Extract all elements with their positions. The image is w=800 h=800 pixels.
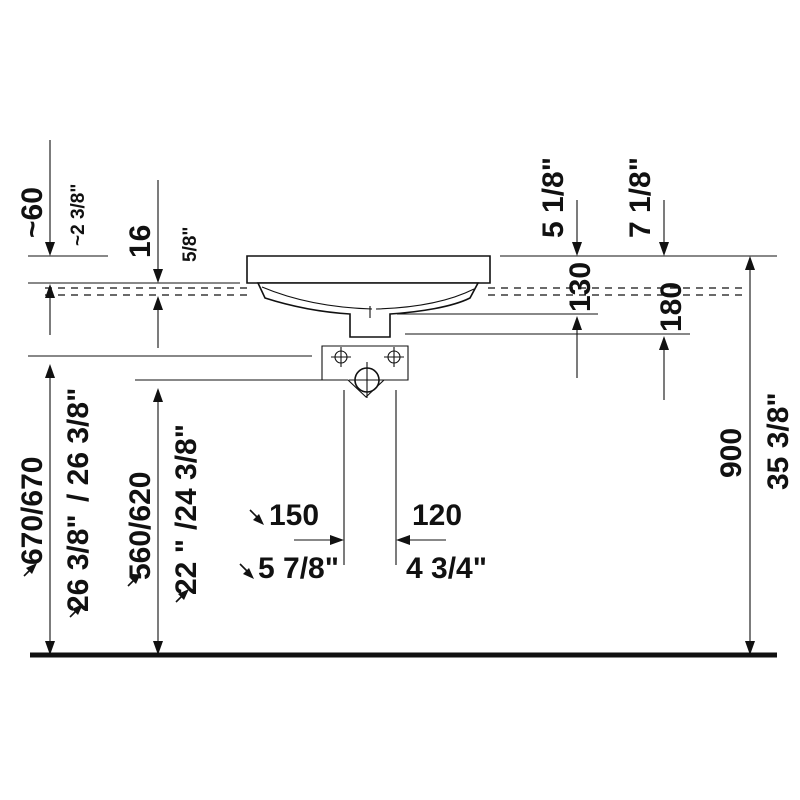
label-height-900-mm: 900 <box>715 428 748 478</box>
dim-560 <box>153 388 163 655</box>
label-7-1-8-in: 7 1/8" <box>624 157 657 238</box>
water-connection-right <box>384 347 404 367</box>
label-waste-4-3-4-in: 4 3/4" <box>406 552 487 585</box>
diagonal-arrow-26 <box>69 604 83 618</box>
label-height-35-3-8-in: 35 3/8" <box>762 392 795 490</box>
label-waste-120-mm: 120 <box>412 499 462 532</box>
label-24-3-8-in: /24 3/8" <box>170 424 203 530</box>
label-5-1-8-in: 5 1/8" <box>537 157 570 238</box>
label-26-3-8-in-second: / 26 3/8" <box>62 388 95 502</box>
waste-outlet <box>349 362 385 398</box>
label-depth-180-mm: 180 <box>655 282 688 332</box>
label-approx-60-mm: ~60 <box>16 187 49 238</box>
label-depth-130-mm: 130 <box>564 262 597 312</box>
dim-60 <box>45 140 55 335</box>
connection-plate <box>321 345 409 398</box>
label-560-620-mm: 560/620 <box>124 472 157 580</box>
label-22-in: 22 " <box>170 539 203 595</box>
diagonal-arrow-670 <box>23 563 37 577</box>
basin-inner-contour <box>261 286 373 310</box>
water-connection-left <box>331 347 351 367</box>
diagonal-arrow-5-7-8 <box>239 563 254 579</box>
label-rim-5-8-in: 5/8" <box>180 227 201 262</box>
dim-7-1-8 <box>659 200 669 400</box>
dim-5-1-8 <box>572 200 582 378</box>
diagonal-arrow-560 <box>127 573 141 587</box>
dim-120 <box>396 535 446 545</box>
dim-16 <box>153 180 163 348</box>
diagonal-arrow-150 <box>249 509 264 525</box>
washbasin-side-view <box>246 255 491 338</box>
diagonal-arrow-22 <box>175 589 189 603</box>
label-approx-2-3-8-in: ~2 3/8" <box>68 184 89 246</box>
label-rim-16-mm: 16 <box>124 225 157 258</box>
basin-bowl <box>256 282 480 338</box>
dim-150 <box>294 535 344 545</box>
label-waste-150-mm: 150 <box>269 499 319 532</box>
label-waste-5-7-8-in: 5 7/8" <box>258 552 339 585</box>
basin-rim <box>246 255 491 284</box>
dim-670 <box>45 364 55 655</box>
label-26-3-8-in: 26 3/8" <box>62 514 95 612</box>
label-670-670-mm: 670/670 <box>16 457 49 565</box>
basin-inner-contour-right <box>375 288 475 310</box>
dim-900 <box>745 256 755 655</box>
